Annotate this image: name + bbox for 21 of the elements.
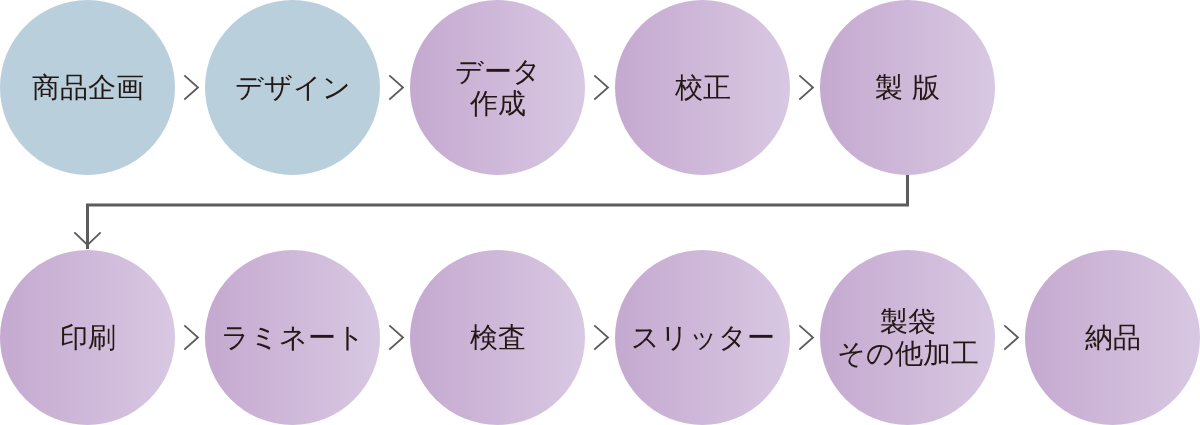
step-label: 製袋その他加工 (836, 306, 979, 369)
step-label: ラミネート (220, 321, 365, 354)
step-label: 商品企画 (31, 71, 144, 104)
connector-arrow (74, 175, 909, 249)
chevron-arrow (799, 75, 815, 100)
step-label: 製 版 (875, 71, 940, 104)
chevron-arrow (799, 325, 815, 350)
step-label: データ作成 (454, 56, 541, 119)
chevron-arrow (184, 75, 200, 100)
chevron-arrow (594, 75, 610, 100)
step-label: デザイン (234, 71, 351, 104)
step-label: スリッター (630, 321, 775, 354)
chevron-arrow (594, 325, 610, 350)
step-label: 印刷 (59, 321, 116, 354)
chevron-arrow (389, 75, 405, 100)
chevron-arrow (389, 325, 405, 350)
step-label: 納品 (1084, 321, 1141, 354)
step-label: 検査 (469, 321, 526, 354)
chevron-arrow (184, 325, 200, 350)
chevron-arrow (1004, 325, 1020, 350)
step-label: 校正 (674, 71, 731, 104)
